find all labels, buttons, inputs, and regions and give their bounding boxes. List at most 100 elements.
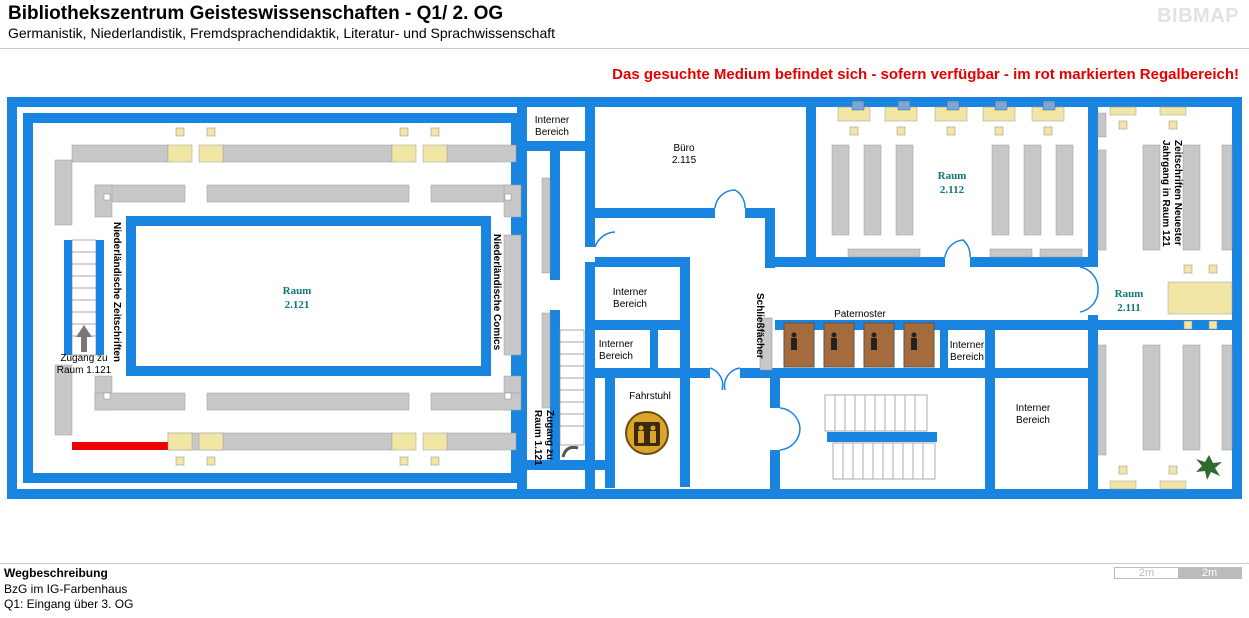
shelf — [206, 392, 410, 411]
svg-text:Bereich: Bereich — [950, 352, 984, 363]
room-2111-label: Raum — [1115, 288, 1144, 300]
computer-icon — [1042, 100, 1056, 111]
plant-icon — [1196, 455, 1222, 480]
paternoster-label: Paternoster — [834, 309, 886, 320]
shelf — [1142, 344, 1161, 451]
shelf — [1221, 144, 1233, 251]
svg-text:Bereich: Bereich — [599, 351, 633, 362]
zeitschriften-neuester-label: Zeitschriften Neuester — [1172, 140, 1183, 246]
interner-bereich-3: Interner — [599, 339, 634, 350]
shelf — [1097, 112, 1107, 138]
fahrstuhl-label: Fahrstuhl — [629, 391, 671, 402]
stair-rail — [96, 240, 104, 355]
room-2112-label: Raum — [938, 170, 967, 182]
svg-text:2.115: 2.115 — [672, 155, 697, 166]
shelf — [1039, 248, 1083, 258]
svg-text:2.111: 2.111 — [1117, 302, 1141, 314]
svg-text:2.112: 2.112 — [940, 184, 965, 196]
niederl-zeitschriften-label: Niederländische Zeitschriften — [111, 222, 122, 362]
page-title: Bibliothekszentrum Geisteswissenschaften… — [8, 3, 504, 24]
svg-text:Bereich: Bereich — [535, 127, 569, 138]
interner-bereich-2: Interner — [613, 287, 648, 298]
svg-text:Raum 1.121: Raum 1.121 — [532, 410, 543, 466]
shelf — [503, 184, 522, 218]
shelf-notice: Das gesuchte Medium befindet sich - sofe… — [612, 66, 1239, 83]
shelf — [895, 144, 914, 236]
shelf — [1023, 144, 1042, 236]
map-labels: Raum 2.121 Raum 2.112 Raum 2.111 Büro 2.… — [57, 115, 1183, 466]
computer-icons — [851, 100, 1056, 111]
desks — [167, 106, 1233, 490]
room-2121-label: Raum — [283, 285, 312, 297]
shelf — [54, 364, 73, 436]
shelf — [1097, 149, 1107, 251]
computer-icon — [851, 100, 865, 111]
shelf — [445, 144, 517, 163]
shelf — [206, 184, 410, 203]
header-divider — [0, 48, 1249, 49]
computer-icon — [946, 100, 960, 111]
scale-bar: 2m 2m — [1114, 567, 1242, 579]
zugang-right-label: Zugang zu — [544, 410, 555, 460]
svg-text:Bereich: Bereich — [613, 299, 647, 310]
interner-bereich-4: Interner — [950, 340, 985, 351]
stair-curve-arrow-icon — [561, 445, 579, 458]
lockers — [759, 317, 773, 371]
route-title: Wegbeschreibung — [4, 566, 108, 580]
shelf — [94, 184, 113, 218]
stairs-center-bottom — [832, 442, 936, 480]
stair-arrow-icon — [76, 325, 92, 352]
route-entrance: Q1: Eingang über 3. OG — [4, 597, 134, 611]
shelf — [847, 248, 921, 258]
shelf — [430, 392, 522, 411]
shelf — [991, 144, 1010, 236]
computer-icon — [994, 100, 1008, 111]
paternoster — [783, 322, 935, 368]
shelf — [94, 392, 186, 411]
shelf — [221, 432, 393, 451]
shelf — [1097, 344, 1107, 456]
shelf — [541, 312, 551, 409]
stairs-right — [559, 329, 585, 446]
scale-segment: 2m — [1178, 568, 1241, 579]
elevator-icon — [625, 411, 669, 455]
footer-divider — [0, 563, 1249, 564]
stairs-center-top — [824, 394, 928, 432]
interner-bereich-1: Interner — [535, 115, 570, 126]
doors — [594, 189, 1099, 451]
shelf — [863, 144, 882, 236]
page-subtitle: Germanistik, Niederlandistik, Fremdsprac… — [8, 25, 556, 41]
svg-text:Raum 1.121: Raum 1.121 — [57, 365, 112, 376]
stairs — [71, 239, 936, 480]
shelf — [541, 177, 551, 274]
schliessfaecher-label: Schließfächer — [754, 293, 765, 359]
niederl-comics-label: Niederländische Comics — [491, 234, 502, 351]
shelf — [503, 234, 522, 356]
svg-text:Bereich: Bereich — [1016, 415, 1050, 426]
shelf — [54, 159, 73, 226]
shelf — [221, 144, 393, 163]
shelf — [989, 248, 1033, 258]
route-building: BzG im IG-Farbenhaus — [4, 582, 128, 596]
zugang-left-label: Zugang zu — [60, 353, 107, 364]
highlighted-shelf[interactable] — [72, 442, 168, 450]
floor-plan-map[interactable]: Raum 2.121 Raum 2.112 Raum 2.111 Büro 2.… — [0, 90, 1249, 510]
shelf — [831, 144, 850, 236]
shelf — [1182, 344, 1201, 451]
buero-label: Büro — [673, 143, 695, 154]
paternoster-cabin — [823, 322, 855, 368]
paternoster-cabin — [863, 322, 895, 368]
paternoster-cabin — [903, 322, 935, 368]
chairs — [103, 120, 1218, 475]
shelf — [1182, 144, 1201, 251]
bibmap-logo: BIBMAP — [1157, 5, 1239, 27]
svg-text:Jahrgang in Raum 121: Jahrgang in Raum 121 — [1160, 140, 1171, 247]
paternoster-cabin — [783, 322, 815, 368]
interner-bereich-5: Interner — [1016, 403, 1051, 414]
computer-icon — [897, 100, 911, 111]
scale-segment: 2m — [1138, 567, 1155, 579]
stair-rail — [64, 240, 72, 355]
shelf — [1142, 144, 1161, 251]
shelf — [1055, 144, 1074, 236]
shelf — [71, 144, 169, 163]
